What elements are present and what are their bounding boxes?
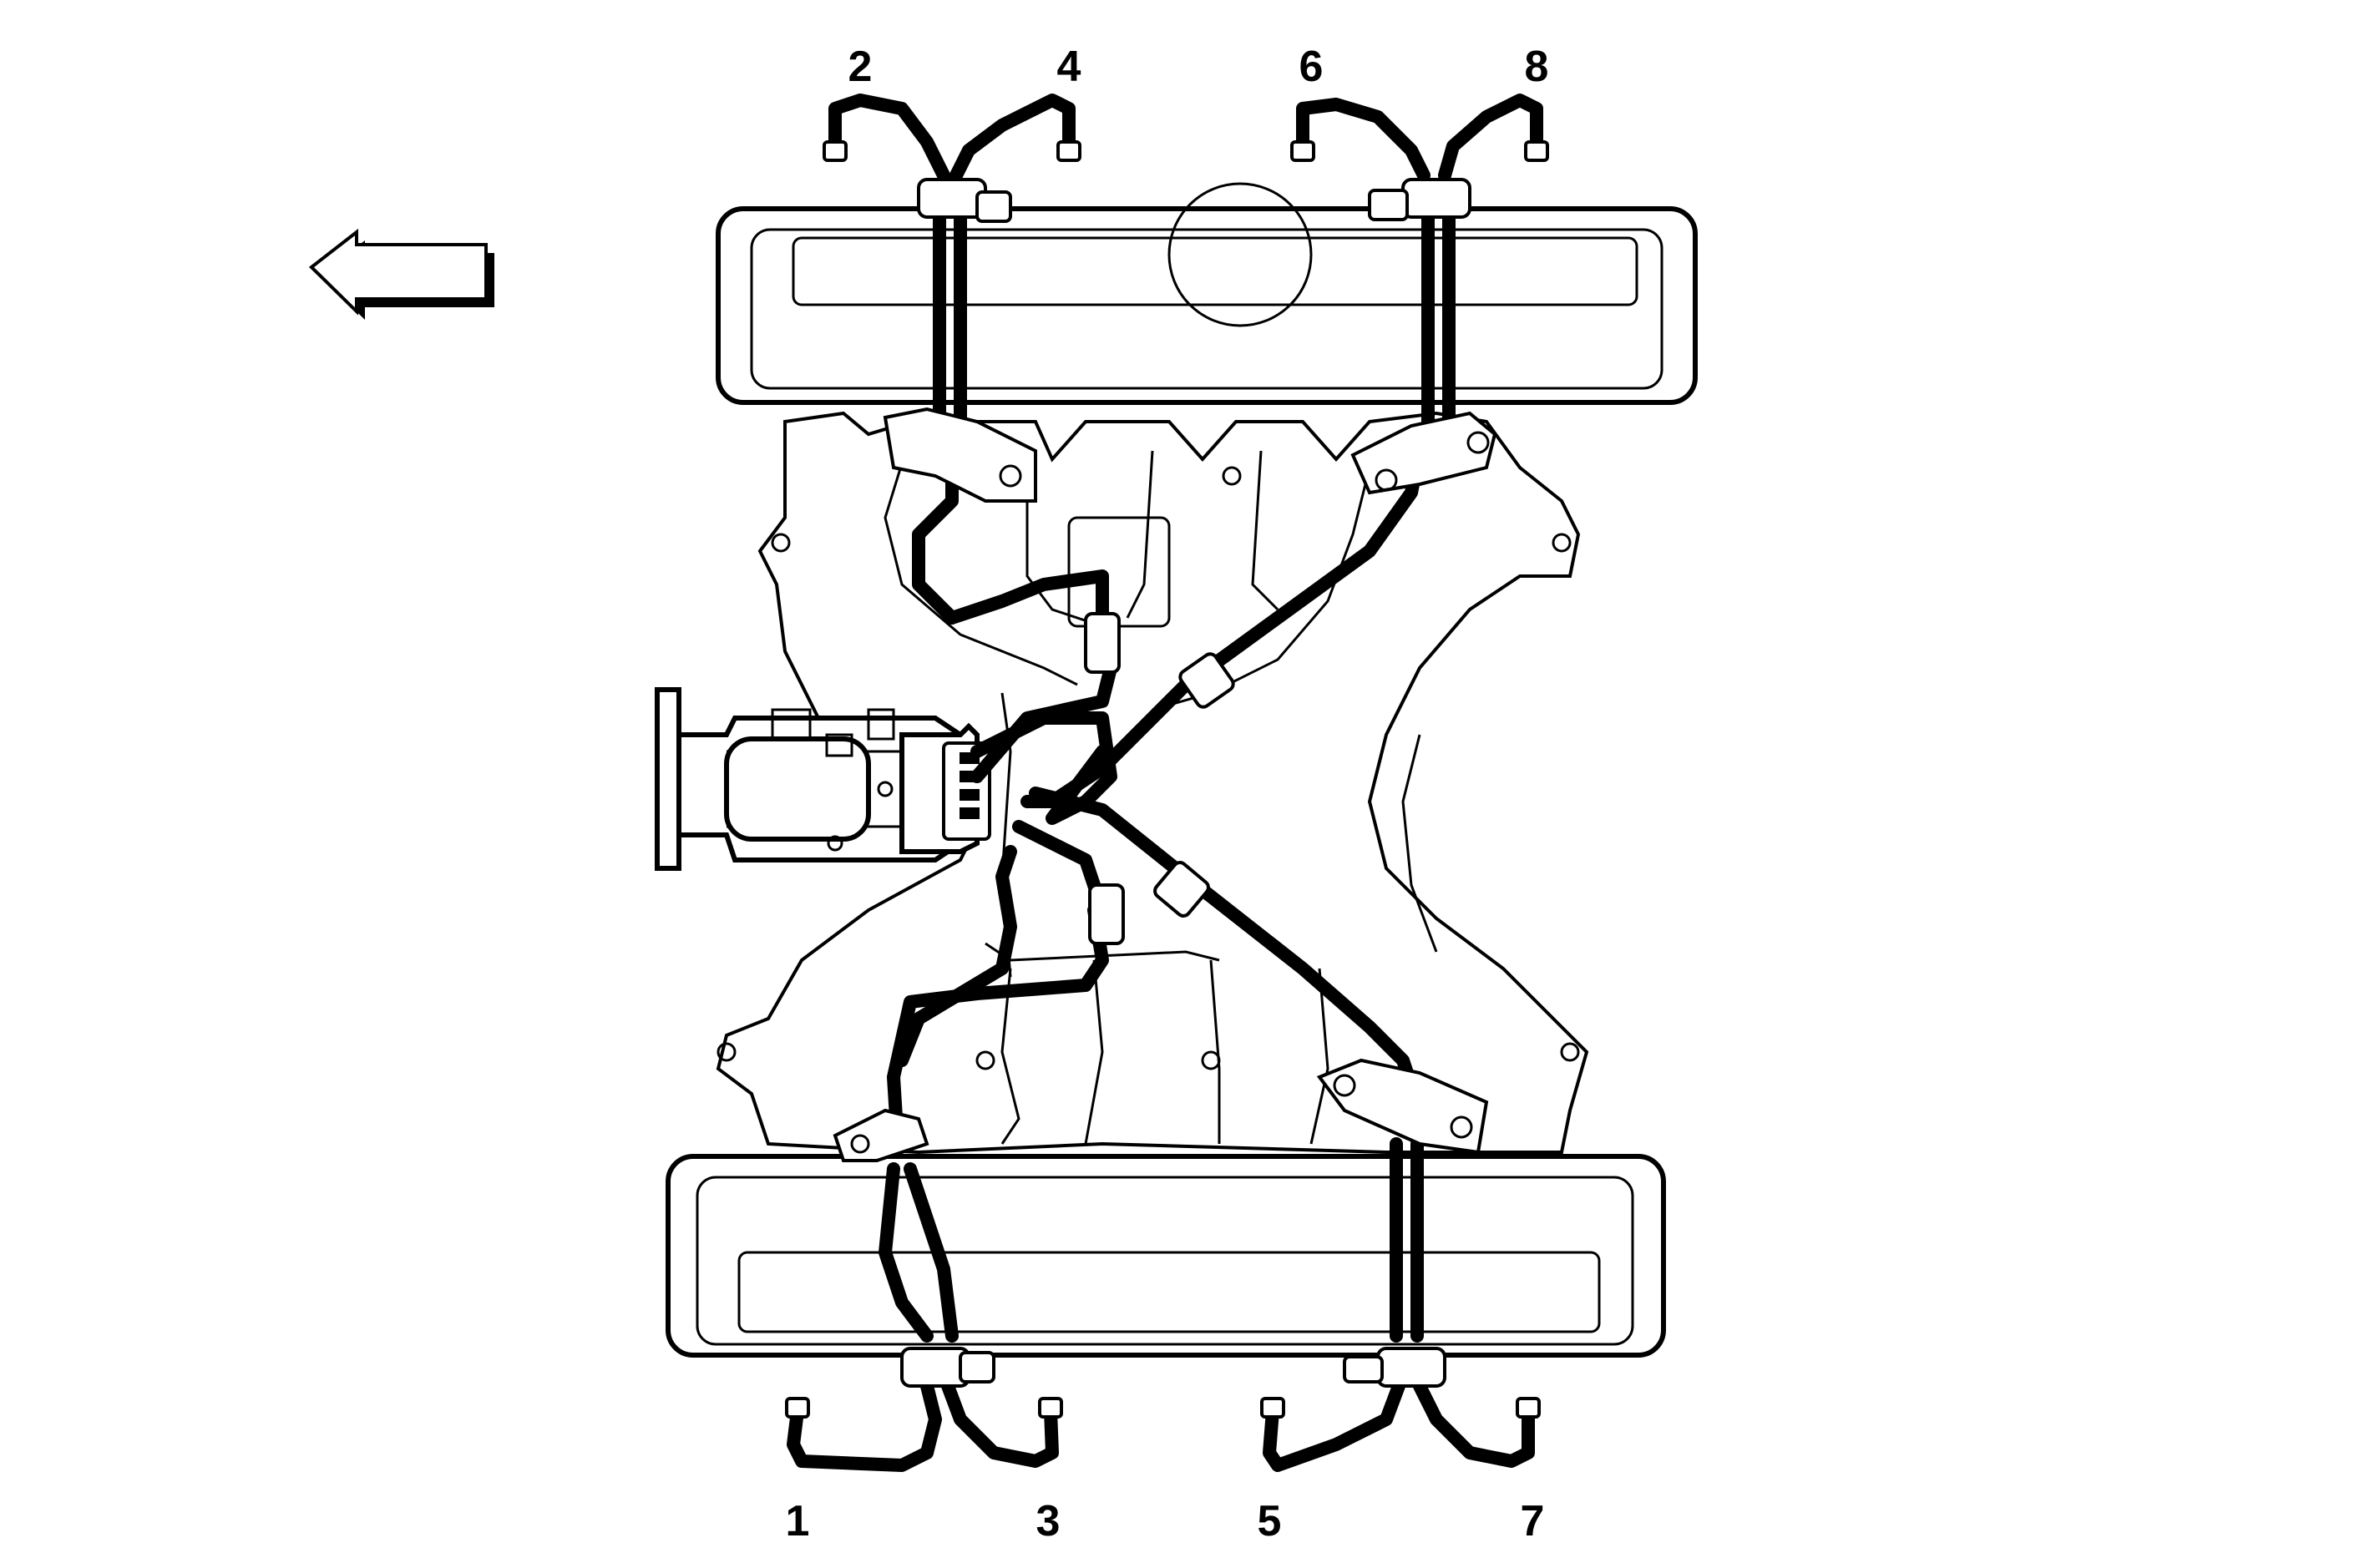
cylinder-label-8: 8	[1524, 43, 1549, 91]
right-valve-cover	[666, 1154, 1666, 1358]
fuel-lines	[787, 94, 1543, 1472]
fuel-meter-body	[655, 687, 991, 871]
line-brackets	[833, 178, 1497, 1388]
cylinder-label-2: 2	[848, 43, 873, 91]
cylinder-label-4: 4	[1056, 43, 1081, 91]
cylinder-label-3: 3	[1036, 1497, 1061, 1545]
fuel-line-clips	[1084, 612, 1235, 945]
cylinder-label-6: 6	[1299, 43, 1324, 91]
left-valve-cover	[716, 182, 1698, 405]
injector-fittings	[785, 140, 1549, 1419]
front-direction-arrow-icon	[308, 228, 494, 320]
cylinder-label-7: 7	[1520, 1497, 1545, 1545]
cylinder-label-5: 5	[1257, 1497, 1282, 1545]
cylinder-label-1: 1	[785, 1497, 810, 1545]
